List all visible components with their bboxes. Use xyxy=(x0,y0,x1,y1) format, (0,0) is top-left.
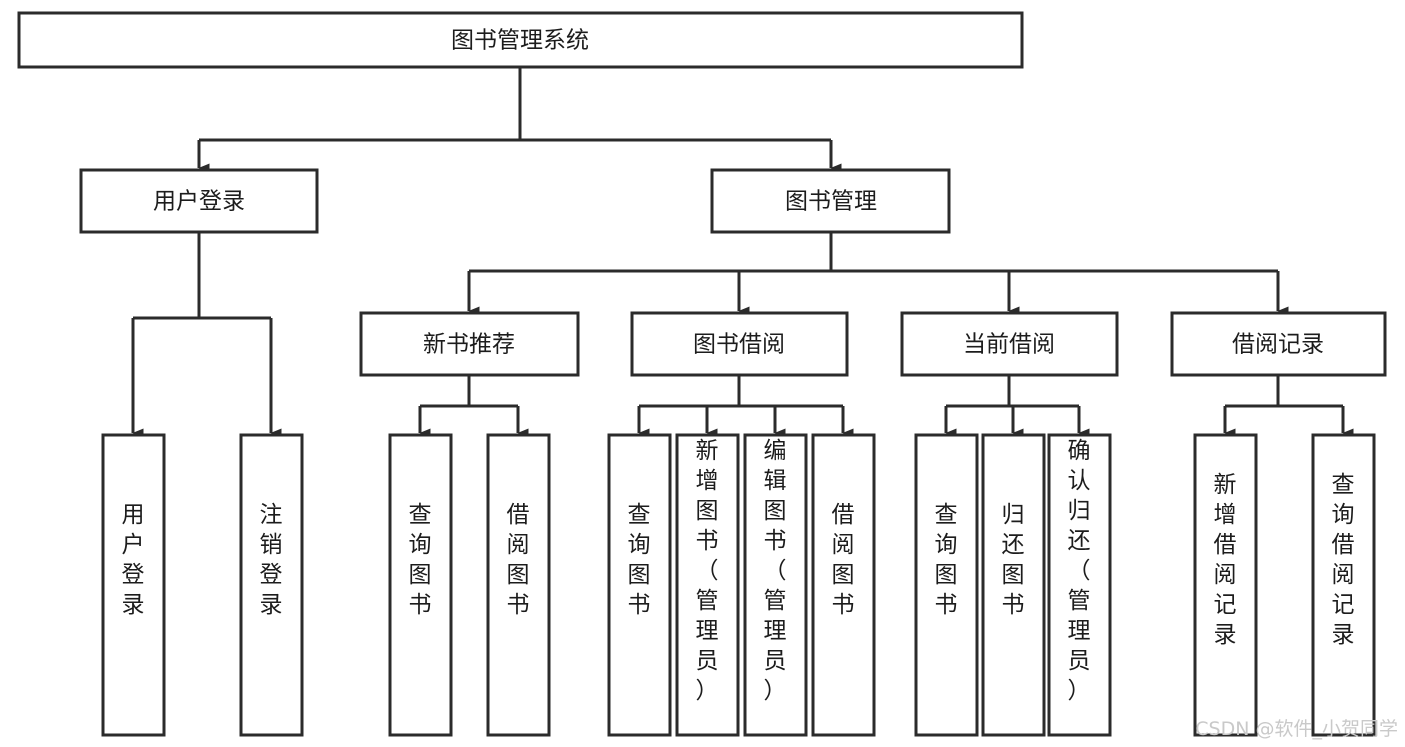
node-current-borrow[interactable]: 当前借阅 xyxy=(900,311,1119,377)
node-user-login-box[interactable] xyxy=(79,168,319,234)
node-book-manage-label: 图书管理 xyxy=(785,189,877,215)
csdn-watermark: CSDN @软件_小贺同学 xyxy=(1195,718,1398,740)
leaf-borrow-book-2-box[interactable] xyxy=(811,433,876,737)
leaf-add-record[interactable]: 新增借阅记录 xyxy=(1193,433,1258,737)
node-root[interactable]: 图书管理系统 xyxy=(17,11,1024,69)
leaf-add-record-label: 新增借阅记录 xyxy=(1214,472,1237,648)
node-new-book-recommend[interactable]: 新书推荐 xyxy=(359,311,580,377)
leaf-confirm-return[interactable]: 确认归还（管理员） xyxy=(1047,433,1112,737)
node-current-borrow-label: 当前借阅 xyxy=(963,332,1055,358)
leaf-borrow-book-1[interactable]: 借阅图书 xyxy=(486,433,551,737)
leaf-user-login-label: 用户登录 xyxy=(122,502,145,618)
node-borrow-record-box[interactable] xyxy=(1170,311,1387,377)
leaf-query-book-1-box[interactable] xyxy=(388,433,453,737)
leaf-query-record-box[interactable] xyxy=(1311,433,1376,737)
connector-group-root xyxy=(197,67,842,173)
leaf-user-login-box[interactable] xyxy=(101,433,166,737)
leaf-edit-book-label: 编辑图书（管理员） xyxy=(764,438,787,704)
leaf-query-book-3-box[interactable] xyxy=(914,433,979,737)
leaf-edit-book[interactable]: 编辑图书（管理员） xyxy=(743,433,808,737)
leaf-borrow-book-2[interactable]: 借阅图书 xyxy=(811,433,876,737)
leaf-confirm-return-label: 确认归还（管理员） xyxy=(1068,438,1091,704)
leaf-query-record-label: 查询借阅记录 xyxy=(1332,472,1355,648)
connector-group-user-login xyxy=(131,232,282,438)
leaf-query-book-3-label: 查询图书 xyxy=(935,502,958,618)
leaf-confirm-return-box[interactable] xyxy=(1047,433,1112,737)
node-user-login[interactable]: 用户登录 xyxy=(79,168,319,234)
connector-group-new-book-recommend xyxy=(418,375,529,438)
node-current-borrow-box[interactable] xyxy=(900,311,1119,377)
connector-group-book-manage xyxy=(467,232,1289,316)
node-new-book-recommend-label: 新书推荐 xyxy=(423,332,515,358)
connector-group-current-borrow xyxy=(944,375,1090,438)
leaf-borrow-book-1-box[interactable] xyxy=(486,433,551,737)
node-book-manage[interactable]: 图书管理 xyxy=(710,168,951,234)
leaf-logout-login-label: 注销登录 xyxy=(260,502,283,618)
leaf-query-record[interactable]: 查询借阅记录 xyxy=(1311,433,1376,737)
leaf-query-book-2-box[interactable] xyxy=(607,433,672,737)
node-borrow-record[interactable]: 借阅记录 xyxy=(1170,311,1387,377)
leaf-borrow-book-1-label: 借阅图书 xyxy=(507,502,530,618)
leaf-add-book-box[interactable] xyxy=(675,433,740,737)
leaf-logout-login[interactable]: 注销登录 xyxy=(239,433,304,737)
leaf-return-book[interactable]: 归还图书 xyxy=(981,433,1046,737)
node-user-login-label: 用户登录 xyxy=(153,189,245,215)
leaf-return-book-box[interactable] xyxy=(981,433,1046,737)
leaf-add-book-label: 新增图书（管理员） xyxy=(696,438,719,704)
leaf-query-book-2-label: 查询图书 xyxy=(628,502,651,618)
node-borrow-record-label: 借阅记录 xyxy=(1232,332,1324,358)
node-new-book-recommend-box[interactable] xyxy=(359,311,580,377)
connector-group-book-borrow xyxy=(637,375,854,438)
leaf-query-book-1-label: 查询图书 xyxy=(409,502,432,618)
node-root-box[interactable] xyxy=(17,11,1024,69)
leaf-query-book-2[interactable]: 查询图书 xyxy=(607,433,672,737)
node-book-borrow-box[interactable] xyxy=(630,311,849,377)
connector-group-borrow-record xyxy=(1223,375,1354,438)
leaf-user-login[interactable]: 用户登录 xyxy=(101,433,166,737)
leaf-add-book[interactable]: 新增图书（管理员） xyxy=(675,433,740,737)
node-root-label: 图书管理系统 xyxy=(451,28,589,54)
leaf-edit-book-box[interactable] xyxy=(743,433,808,737)
leaf-return-book-label: 归还图书 xyxy=(1002,502,1025,618)
leaf-query-book-1[interactable]: 查询图书 xyxy=(388,433,453,737)
leaf-add-record-box[interactable] xyxy=(1193,433,1258,737)
node-book-borrow-label: 图书借阅 xyxy=(693,332,785,358)
leaf-borrow-book-2-label: 借阅图书 xyxy=(832,502,855,618)
leaf-logout-login-box[interactable] xyxy=(239,433,304,737)
node-book-borrow[interactable]: 图书借阅 xyxy=(630,311,849,377)
leaf-query-book-3[interactable]: 查询图书 xyxy=(914,433,979,737)
node-book-manage-box[interactable] xyxy=(710,168,951,234)
